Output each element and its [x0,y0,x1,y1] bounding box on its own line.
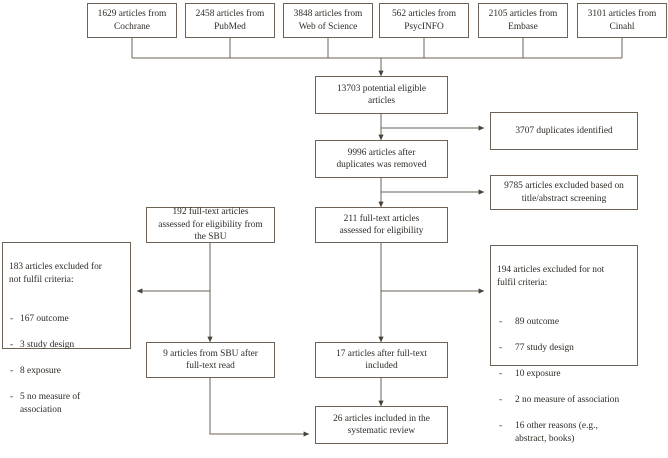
box-excluded-criteria-left: 183 articles excluded for not fulfil cri… [2,242,131,415]
excluded-left-headline: 183 articles excluded for not fulfil cri… [9,261,102,285]
box-fulltext-assessed: 211 full-text articles assessed for elig… [315,207,448,243]
box-excluded-criteria-right: 194 articles excluded for not fulfil cri… [490,245,638,444]
excluded-right-reason-list: 89 outcome 77 study design 10 exposure 2… [497,303,631,458]
box-sbu-after-read: 9 articles from SBU after full-text read [146,342,275,378]
list-item: 10 exposure [497,368,631,381]
list-item: 16 other reasons (e.g., abstract, books) [497,420,631,446]
excluded-left-reason-list: 167 outcome 3 study design 8 exposure 5 … [9,300,124,430]
list-item: 8 exposure [9,365,124,378]
source-box-embase: 2105 articles from Embase [478,3,568,38]
box-potential-eligible: 13703 potential eligible articles [315,76,448,114]
source-box-cochrane: 1629 articles from Cochrane [87,3,177,38]
box-duplicates-identified: 3707 duplicates identified [490,112,638,150]
list-item: 89 outcome [497,316,631,329]
box-final-included: 26 articles included in the systematic r… [315,406,448,444]
source-box-cinahl: 3101 articles from Cinahl [577,3,667,38]
box-sbu-assessed: 192 full-text articles assessed for elig… [146,207,275,243]
source-box-pubmed: 2458 articles from PubMed [185,3,275,38]
list-item: 3 study design [9,339,124,352]
list-item: 167 outcome [9,313,124,326]
box-after-duplicates: 9996 articles after duplicates was remov… [315,140,448,178]
box-title-abstract-excluded: 9785 articles excluded based on title/ab… [490,175,638,210]
list-item: 77 study design [497,342,631,355]
list-item: 5 no measure of association [9,391,124,417]
source-box-web-of-science: 3848 articles from Web of Science [283,3,373,38]
excluded-right-headline: 194 articles excluded for not fulfil cri… [497,264,605,288]
box-fulltext-included: 17 articles after full-text included [315,342,448,378]
list-item: 2 no measure of association [497,394,631,407]
source-box-psycinfo: 562 articles from PsycINFO [379,3,469,38]
